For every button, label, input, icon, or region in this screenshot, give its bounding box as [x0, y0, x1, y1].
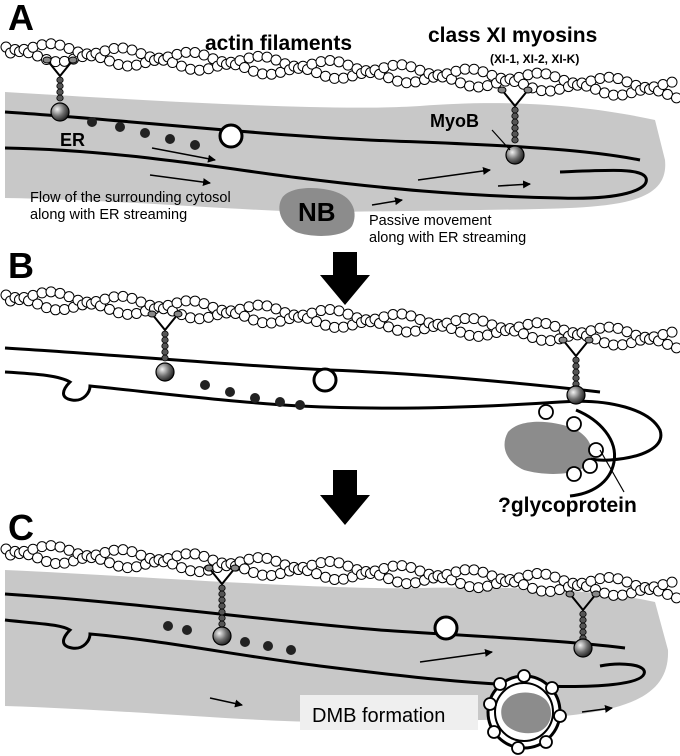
- flow-arrow-icon: [149, 174, 211, 187]
- er-membrane-lower-a: [4, 146, 648, 200]
- panel-b: B ?glycoprotein: [0, 245, 680, 517]
- flow-arrow-icon: [209, 697, 243, 708]
- vesicle-c: [433, 615, 459, 641]
- actin-filament-a: [0, 38, 680, 104]
- er-membrane-upper-a: [4, 110, 641, 162]
- panel-label-a: A: [8, 0, 34, 38]
- flow-arrow-icon: [417, 167, 491, 181]
- flow-arrow-icon: [151, 147, 216, 163]
- er-membrane-lower-b: [4, 370, 663, 462]
- panel-a: A actin filaments class XI myosins (XI-1…: [0, 0, 680, 246]
- er-membrane-upper-c: [4, 592, 626, 650]
- myosin-motor-c-left: [204, 564, 240, 646]
- transition-arrow-icon: [320, 252, 370, 305]
- flow-arrow-icon: [419, 649, 493, 663]
- er-membrane-fold-b: [569, 408, 617, 498]
- flow-arrow-icon: [581, 704, 613, 713]
- nuclear-body-icon: [279, 188, 355, 236]
- myob-label: MyoB: [430, 111, 479, 131]
- er-bead-chain-c: [163, 621, 296, 655]
- flow-note-line2: along with ER streaming: [30, 207, 187, 223]
- myosin-motor-b-left: [147, 310, 183, 382]
- dmb-structure-icon: [483, 669, 567, 755]
- dmb-label-backdrop: [300, 695, 478, 730]
- myosin-motor-a-right: [497, 86, 533, 165]
- vesicle-a: [218, 123, 244, 149]
- panel-c: C DMB formation: [0, 507, 680, 755]
- myosin-motor-b-right: [558, 336, 594, 405]
- myosin-variants-label: (XI-1, XI-2, XI-K): [490, 52, 579, 66]
- er-bead-chain-a: [87, 117, 200, 150]
- cytosol-region-a: [5, 92, 666, 212]
- myosin-motor-a-left: [42, 56, 78, 122]
- glycoprotein-leader-line: [599, 449, 625, 493]
- passive-note-line1: Passive movement: [369, 213, 492, 229]
- flow-note-line1: Flow of the surrounding cytosol: [30, 190, 231, 206]
- passive-note-line2: along with ER streaming: [369, 230, 526, 246]
- myosin-motor-c-right: [565, 590, 601, 658]
- er-membrane-lower-c: [4, 618, 646, 688]
- glycoprotein-label: ?glycoprotein: [498, 494, 637, 517]
- actin-filament-c: [0, 540, 680, 604]
- glycoprotein-vesicles-b: [538, 404, 604, 482]
- transition-arrow-icon: [320, 470, 370, 525]
- vesicle-b: [312, 367, 338, 393]
- er-bead-chain-b: [200, 380, 305, 410]
- actin-filaments-label: actin filaments: [205, 32, 352, 55]
- flow-arrow-icon: [371, 197, 403, 206]
- flow-arrow-icon: [497, 180, 531, 189]
- er-label: ER: [60, 130, 85, 150]
- myob-leader-line: [491, 129, 511, 151]
- nuclear-body-icon: [504, 421, 592, 474]
- nb-label: NB: [298, 197, 336, 227]
- actin-filament-b: [0, 286, 680, 354]
- panel-label-b: B: [8, 245, 34, 286]
- class-xi-myosins-label: class XI myosins: [428, 24, 597, 47]
- panel-label-c: C: [8, 507, 34, 548]
- dmb-formation-label: DMB formation: [312, 705, 445, 727]
